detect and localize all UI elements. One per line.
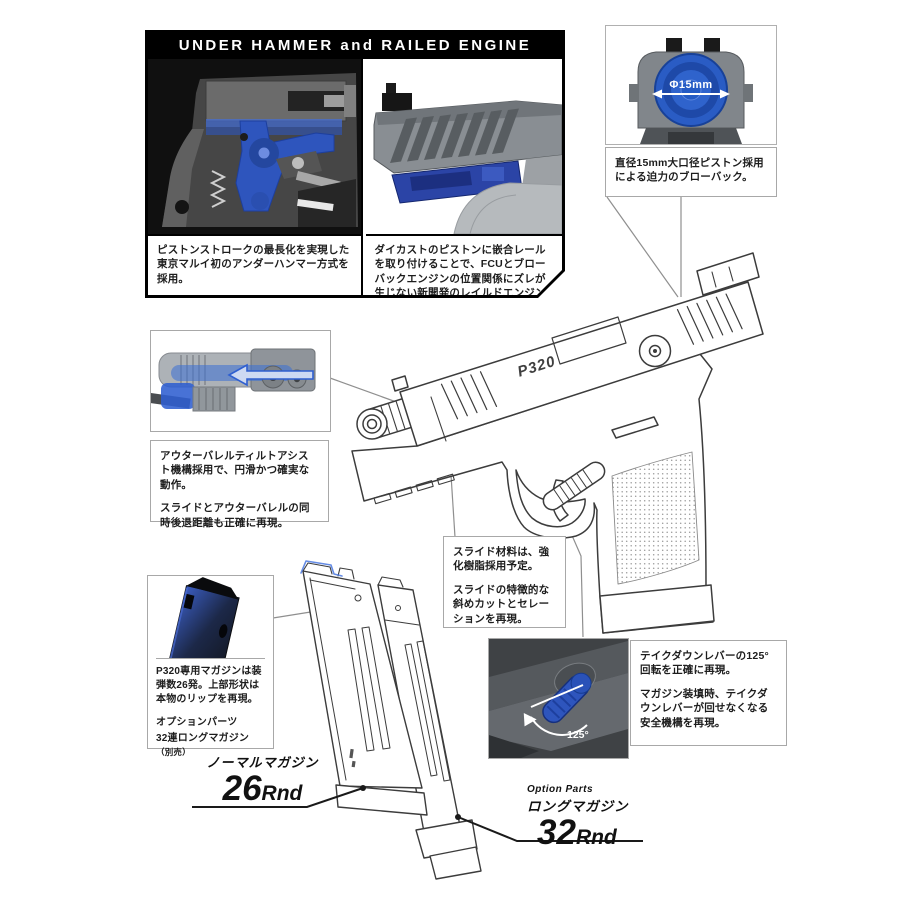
- tilt-direction-arrow: [227, 363, 314, 387]
- magazine-box-divider: [156, 658, 265, 659]
- normal-magazine-name: ノーマルマガジン: [206, 755, 319, 770]
- magazine-lip-highlight: [300, 560, 343, 577]
- magazine-info-box: P320専用マガジンは装弾数26発。上部形状は本物のリップを再現。 オプションパ…: [147, 575, 274, 757]
- front-sight: [391, 375, 409, 392]
- slide-catch: [611, 416, 659, 439]
- railed-engine-caption: ダイカストのピストンに嵌合レールを取り付けることで、FCUとブローバックエンジン…: [366, 234, 563, 295]
- railed-engine-render: [366, 59, 562, 234]
- outer-barrel: [356, 387, 446, 440]
- takedown-lever-box: 125°: [488, 638, 629, 759]
- takedown-lever-render: 125°: [489, 639, 628, 758]
- under-hammer-caption: ピストンストロークの最長化を実現した東京マルイ初のアンダーハンマー方式を採用。: [148, 234, 361, 295]
- piston-rear-view-render: Φ15mm: [606, 26, 776, 144]
- outer-barrel-render: [151, 331, 330, 431]
- normal-magazine-count: 26: [222, 769, 262, 808]
- magazine-caption: P320専用マガジンは装弾数26発。上部形状は本物のリップを再現。 オプションパ…: [156, 666, 262, 757]
- hammer-cutaway-image: [148, 59, 361, 234]
- piston-diameter-label: Φ15mm: [669, 79, 712, 91]
- normal-magazine-unit: Rnd: [261, 782, 303, 805]
- outer-barrel-box: [150, 330, 331, 432]
- long-magazine-unit: Rnd: [575, 826, 617, 849]
- long-magazine-count: 32: [537, 813, 576, 852]
- trigger: [551, 479, 569, 522]
- leader-dots: [364, 405, 416, 606]
- slide-marking: P320: [515, 353, 557, 381]
- rear-sight: [696, 252, 760, 296]
- long-magazine-name: ロングマガジン: [527, 799, 629, 814]
- takedown-lever: [542, 461, 606, 511]
- normal-magazine-label: ノーマルマガジン 26Rnd: [190, 752, 335, 806]
- long-magazine-option-parts: Option Parts: [527, 784, 594, 795]
- grip-texture: [611, 451, 700, 585]
- under-hammer-cell: ピストンストロークの最長化を実現した東京マルイ初のアンダーハンマー方式を採用。: [148, 59, 363, 295]
- feature-panel-inner: UNDER HAMMER and RAILED ENGINE: [148, 33, 562, 295]
- piston-rear-view-box: Φ15mm: [605, 25, 777, 145]
- panel-title: UNDER HAMMER and RAILED ENGINE: [148, 33, 562, 59]
- railed-engine-cell: ダイカストのピストンに嵌合レールを取り付けることで、FCUとブローバックエンジン…: [366, 59, 563, 295]
- railed-engine-image: [366, 59, 563, 234]
- takedown-caption-box: テイクダウンレバーの125°回転を正確に再現。 マガジン装填時、テイクダウンレバ…: [630, 640, 787, 746]
- feature-panel: UNDER HAMMER and RAILED ENGINE: [145, 30, 565, 298]
- piston-caption-box: 直径15mm大口径ピストン採用による迫力のブローバック。: [605, 147, 777, 197]
- outer-barrel-caption-box: アウターバレルティルトアシスト機構採用で、円滑かつ確実な動作。 スライドとアウタ…: [150, 440, 329, 529]
- hammer-cutaway-render: [148, 59, 361, 234]
- long-mag-option-note: （別売）: [156, 746, 191, 757]
- long-mag-option-text: 32連ロングマガジン: [156, 733, 250, 745]
- magazine-baseplate: [599, 584, 715, 634]
- long-magazine-label: Option Parts ロングマガジン 32Rnd: [527, 784, 677, 850]
- takedown-angle-label: 125°: [567, 729, 589, 741]
- magazine-top-render: [148, 576, 273, 658]
- slide-caption-box: スライド材料は、強化樹脂採用予定。 スライドの特徴的な斜めカットとセレーションを…: [443, 536, 566, 628]
